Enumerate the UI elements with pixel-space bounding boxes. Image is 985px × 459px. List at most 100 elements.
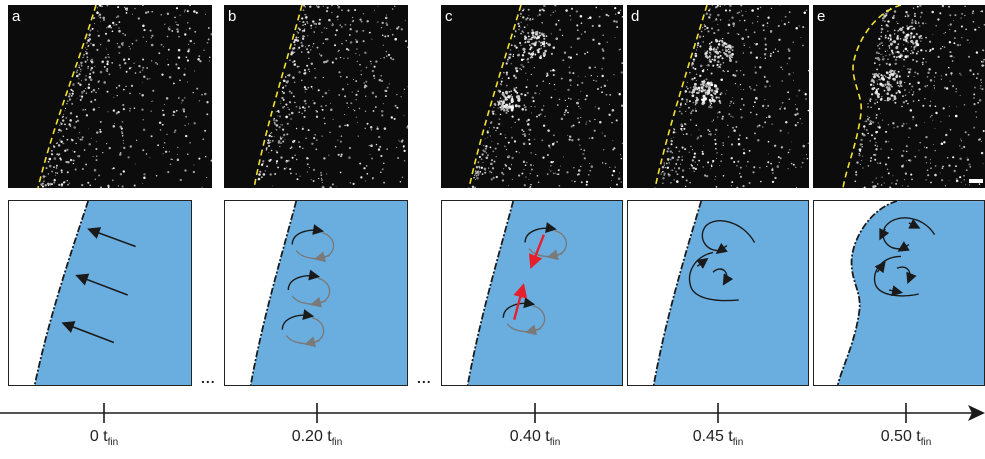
particle — [293, 60, 296, 63]
particle — [738, 172, 741, 175]
particle — [911, 93, 914, 96]
particle — [906, 25, 908, 27]
particle — [795, 166, 797, 168]
particle — [873, 153, 877, 157]
particle — [139, 92, 141, 95]
particle — [583, 153, 585, 155]
particle — [691, 78, 694, 81]
particle — [331, 5, 334, 7]
particle — [609, 166, 611, 168]
particle — [346, 124, 349, 127]
particle — [743, 44, 745, 47]
particle — [766, 116, 768, 119]
particle-image-c — [468, 5, 623, 188]
particle — [877, 87, 880, 90]
particle — [129, 92, 131, 95]
particle — [886, 92, 890, 96]
particle — [84, 78, 88, 81]
particle — [380, 171, 382, 174]
particle — [369, 154, 371, 156]
particle — [887, 20, 890, 23]
particle — [608, 113, 611, 117]
particle — [273, 119, 275, 121]
particle — [713, 21, 715, 22]
particle — [155, 174, 158, 177]
particle — [68, 98, 72, 101]
particle — [124, 34, 127, 36]
particle — [80, 62, 82, 64]
particle — [550, 161, 553, 164]
particle — [675, 146, 678, 149]
particle — [496, 142, 499, 145]
particle — [869, 140, 872, 142]
particle — [691, 62, 694, 65]
particle — [268, 134, 271, 137]
particle — [546, 72, 549, 75]
flow-arrow — [87, 227, 136, 248]
particle — [294, 154, 296, 156]
particle — [352, 182, 355, 185]
particle — [474, 170, 477, 173]
fluid-region — [467, 201, 622, 385]
particle — [281, 124, 283, 126]
schematic-panel-e — [813, 200, 985, 386]
particle — [704, 54, 708, 58]
particle — [685, 110, 687, 113]
particle — [767, 16, 770, 19]
particle — [891, 182, 893, 184]
particle — [963, 175, 965, 177]
particle — [376, 21, 378, 23]
particle — [298, 111, 301, 114]
particle — [673, 179, 675, 181]
particle — [302, 35, 305, 38]
particle — [887, 156, 890, 159]
particle — [305, 137, 307, 139]
particle — [477, 172, 480, 175]
particle — [777, 24, 780, 28]
particle — [117, 185, 120, 187]
particle — [798, 89, 801, 92]
particle — [46, 182, 50, 186]
particle — [747, 161, 749, 163]
particle — [618, 172, 621, 174]
particle — [934, 127, 936, 129]
particle — [88, 142, 91, 146]
particle — [537, 181, 540, 184]
particle — [739, 20, 741, 22]
particle — [880, 29, 883, 31]
particle — [898, 55, 902, 59]
particle — [769, 55, 772, 57]
particle — [69, 158, 73, 162]
particle — [959, 72, 961, 75]
particle — [526, 91, 529, 95]
particle — [713, 58, 716, 62]
particle — [142, 128, 146, 132]
particle — [578, 99, 580, 101]
particle — [685, 98, 689, 101]
particle — [60, 169, 63, 172]
particle — [377, 21, 379, 23]
particle — [782, 68, 784, 70]
particle — [545, 42, 548, 45]
particle — [560, 77, 563, 80]
particle — [75, 142, 77, 145]
particle — [158, 52, 161, 55]
particle — [370, 129, 373, 131]
particle — [721, 39, 723, 42]
particle — [534, 31, 537, 34]
particle — [172, 114, 174, 116]
particle — [538, 114, 541, 117]
particle — [738, 134, 741, 137]
particle — [362, 29, 365, 32]
particle — [681, 98, 684, 101]
particle — [73, 126, 76, 129]
particle — [564, 109, 568, 112]
particle — [356, 48, 358, 50]
particle — [171, 158, 173, 160]
particle — [667, 159, 669, 161]
particle — [63, 142, 65, 144]
particle — [794, 124, 797, 127]
particle — [282, 86, 285, 88]
particle — [704, 91, 707, 94]
particle — [540, 108, 544, 112]
